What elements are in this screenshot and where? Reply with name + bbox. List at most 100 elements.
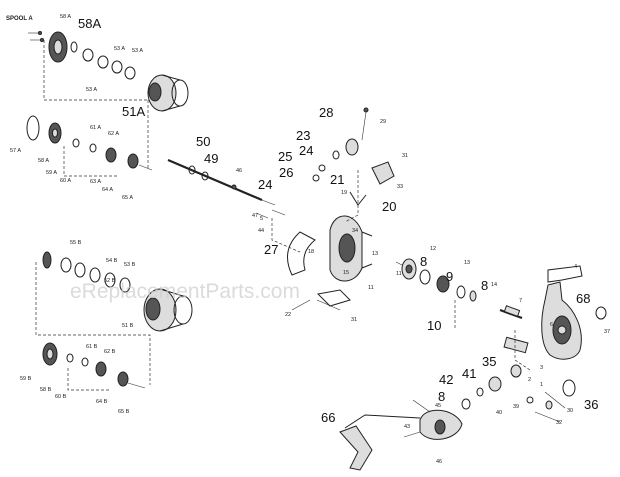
watermark: eReplacementParts.com	[70, 280, 300, 303]
spool-a-title: SPOOL A	[6, 16, 33, 22]
svg-text:14: 14	[491, 282, 497, 288]
svg-text:47: 47	[252, 213, 258, 219]
spool-a-screws	[28, 31, 44, 42]
label-27: 27	[264, 242, 278, 257]
label-41: 41	[462, 366, 476, 381]
svg-text:59 A: 59 A	[46, 170, 57, 176]
svg-text:6: 6	[550, 322, 553, 328]
svg-text:30: 30	[567, 408, 573, 414]
label-26: 26	[279, 165, 293, 180]
svg-text:3: 3	[540, 365, 543, 371]
svg-text:29: 29	[380, 119, 386, 125]
svg-text:55 B: 55 B	[70, 240, 82, 246]
svg-text:60 B: 60 B	[55, 394, 67, 400]
label-8-top: 8	[420, 254, 427, 269]
svg-text:59 B: 59 B	[20, 376, 32, 382]
svg-text:57 A: 57 A	[10, 148, 21, 154]
svg-text:11: 11	[396, 271, 402, 277]
label-58a: 58A	[78, 16, 101, 31]
label-24-bottom: 24	[258, 177, 272, 192]
label-10: 10	[427, 318, 441, 333]
label-9: 9	[446, 269, 453, 284]
spool-a-body	[147, 74, 189, 112]
svg-text:31: 31	[402, 153, 408, 159]
label-42: 42	[439, 372, 453, 387]
svg-text:44: 44	[258, 228, 264, 234]
label-49: 49	[204, 151, 218, 166]
svg-text:53 A: 53 A	[132, 48, 143, 54]
svg-text:46: 46	[236, 168, 242, 174]
svg-text:13: 13	[464, 260, 470, 266]
svg-text:58 A: 58 A	[60, 14, 71, 20]
label-36: 36	[584, 397, 598, 412]
svg-text:2: 2	[528, 377, 531, 383]
svg-text:11: 11	[368, 285, 374, 291]
svg-text:51 B: 51 B	[122, 323, 134, 329]
svg-text:54 B: 54 B	[106, 258, 118, 264]
svg-text:4: 4	[574, 264, 577, 270]
label-35: 35	[482, 354, 496, 369]
svg-text:1: 1	[540, 382, 543, 388]
svg-text:65 A: 65 A	[122, 195, 133, 201]
label-8-bottom: 8	[438, 389, 445, 404]
svg-text:18: 18	[308, 249, 314, 255]
label-8-mid: 8	[481, 278, 488, 293]
bail-arm	[287, 231, 316, 276]
spool-a-drag-disc	[26, 115, 40, 141]
label-20: 20	[382, 199, 396, 214]
svg-text:60 A: 60 A	[60, 178, 71, 184]
label-28: 28	[319, 105, 333, 120]
svg-text:63 A: 63 A	[90, 179, 101, 185]
svg-text:32: 32	[556, 420, 562, 426]
svg-text:19: 19	[341, 190, 347, 196]
svg-text:43: 43	[404, 424, 410, 430]
svg-text:22: 22	[285, 312, 291, 318]
svg-text:53 A: 53 A	[86, 87, 97, 93]
svg-text:46: 46	[436, 459, 442, 465]
svg-text:58 B: 58 B	[40, 387, 52, 393]
crank-handle	[339, 409, 463, 471]
label-50: 50	[196, 134, 210, 149]
svg-text:40: 40	[496, 410, 502, 416]
bearing-chain	[395, 258, 477, 302]
svg-text:52 B: 52 B	[104, 278, 116, 284]
svg-text:58 A: 58 A	[38, 158, 49, 164]
svg-text:64 B: 64 B	[96, 399, 108, 405]
svg-text:53 A: 53 A	[114, 46, 125, 52]
reel-body	[541, 265, 583, 360]
main-shaft	[167, 158, 263, 202]
label-23: 23	[296, 128, 310, 143]
svg-text:61 A: 61 A	[90, 125, 101, 131]
svg-text:7: 7	[519, 298, 522, 304]
svg-text:65 B: 65 B	[118, 409, 130, 415]
svg-text:62 B: 62 B	[104, 349, 116, 355]
svg-text:15: 15	[343, 270, 349, 276]
svg-text:39: 39	[513, 404, 519, 410]
svg-text:31: 31	[351, 317, 357, 323]
svg-text:61 B: 61 B	[86, 344, 98, 350]
main-reel-assembly: 50 49 28 23 25 24 26 24 21 20 27 8 9 8 1…	[167, 105, 610, 471]
svg-text:13: 13	[372, 251, 378, 257]
svg-text:5: 5	[260, 216, 263, 222]
label-68: 68	[576, 291, 590, 306]
label-25: 25	[278, 149, 292, 164]
svg-text:64 A: 64 A	[102, 187, 113, 193]
svg-text:33: 33	[397, 184, 403, 190]
svg-text:53 B: 53 B	[124, 262, 136, 268]
spool-b-assembly: 55 B 54 B 53 B 52 B 51 B 59 B 58 B 60 B …	[20, 240, 193, 415]
svg-text:62 A: 62 A	[108, 131, 119, 137]
svg-text:37: 37	[604, 329, 610, 335]
svg-text:12: 12	[430, 246, 436, 252]
label-21: 21	[330, 172, 344, 187]
label-51a: 51A	[122, 104, 145, 119]
spool-b-body	[143, 288, 193, 332]
spool-a-assembly: SPOOL A	[6, 14, 189, 201]
label-66: 66	[321, 410, 335, 425]
svg-text:34: 34	[352, 228, 358, 234]
svg-text:45: 45	[435, 403, 441, 409]
rotor	[329, 215, 373, 282]
label-24-top: 24	[299, 143, 313, 158]
spool-a-washer	[82, 48, 94, 62]
knob-68	[595, 306, 607, 320]
